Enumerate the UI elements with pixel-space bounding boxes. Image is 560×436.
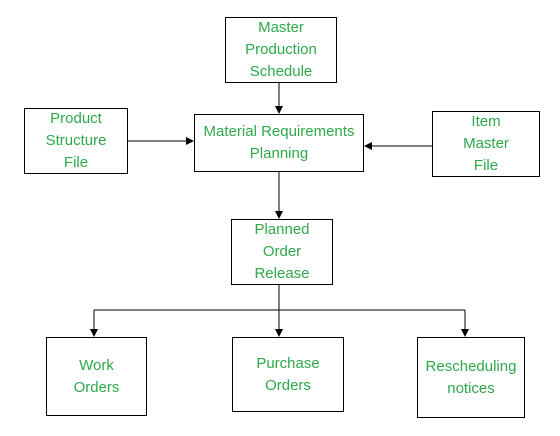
- master-production-schedule-label: Master Production Schedule: [245, 19, 317, 80]
- planned-order-release-label: Planned Order Release: [254, 221, 310, 282]
- material-requirements-planning-box: Material Requirements Planning: [194, 114, 364, 172]
- rescheduling-notices-box: Rescheduling notices: [417, 337, 525, 418]
- purchase-orders-box: Purchase Orders: [232, 337, 344, 412]
- item-master-file-box: Item Master File: [432, 111, 540, 177]
- purchase-orders-label: Purchase Orders: [256, 354, 320, 394]
- material-requirements-planning-label: Material Requirements Planning: [203, 123, 355, 162]
- master-production-schedule-box: Master Production Schedule: [225, 17, 337, 83]
- product-structure-file-box: Product Structure File: [24, 108, 128, 174]
- product-structure-file-label: Product Structure File: [45, 110, 107, 171]
- work-orders-label: Work Orders: [73, 356, 120, 396]
- item-master-file-label: Item Master File: [463, 113, 509, 174]
- planned-order-release-box: Planned Order Release: [231, 219, 333, 285]
- rescheduling-notices-label: Rescheduling notices: [425, 357, 517, 397]
- work-orders-box: Work Orders: [46, 337, 147, 416]
